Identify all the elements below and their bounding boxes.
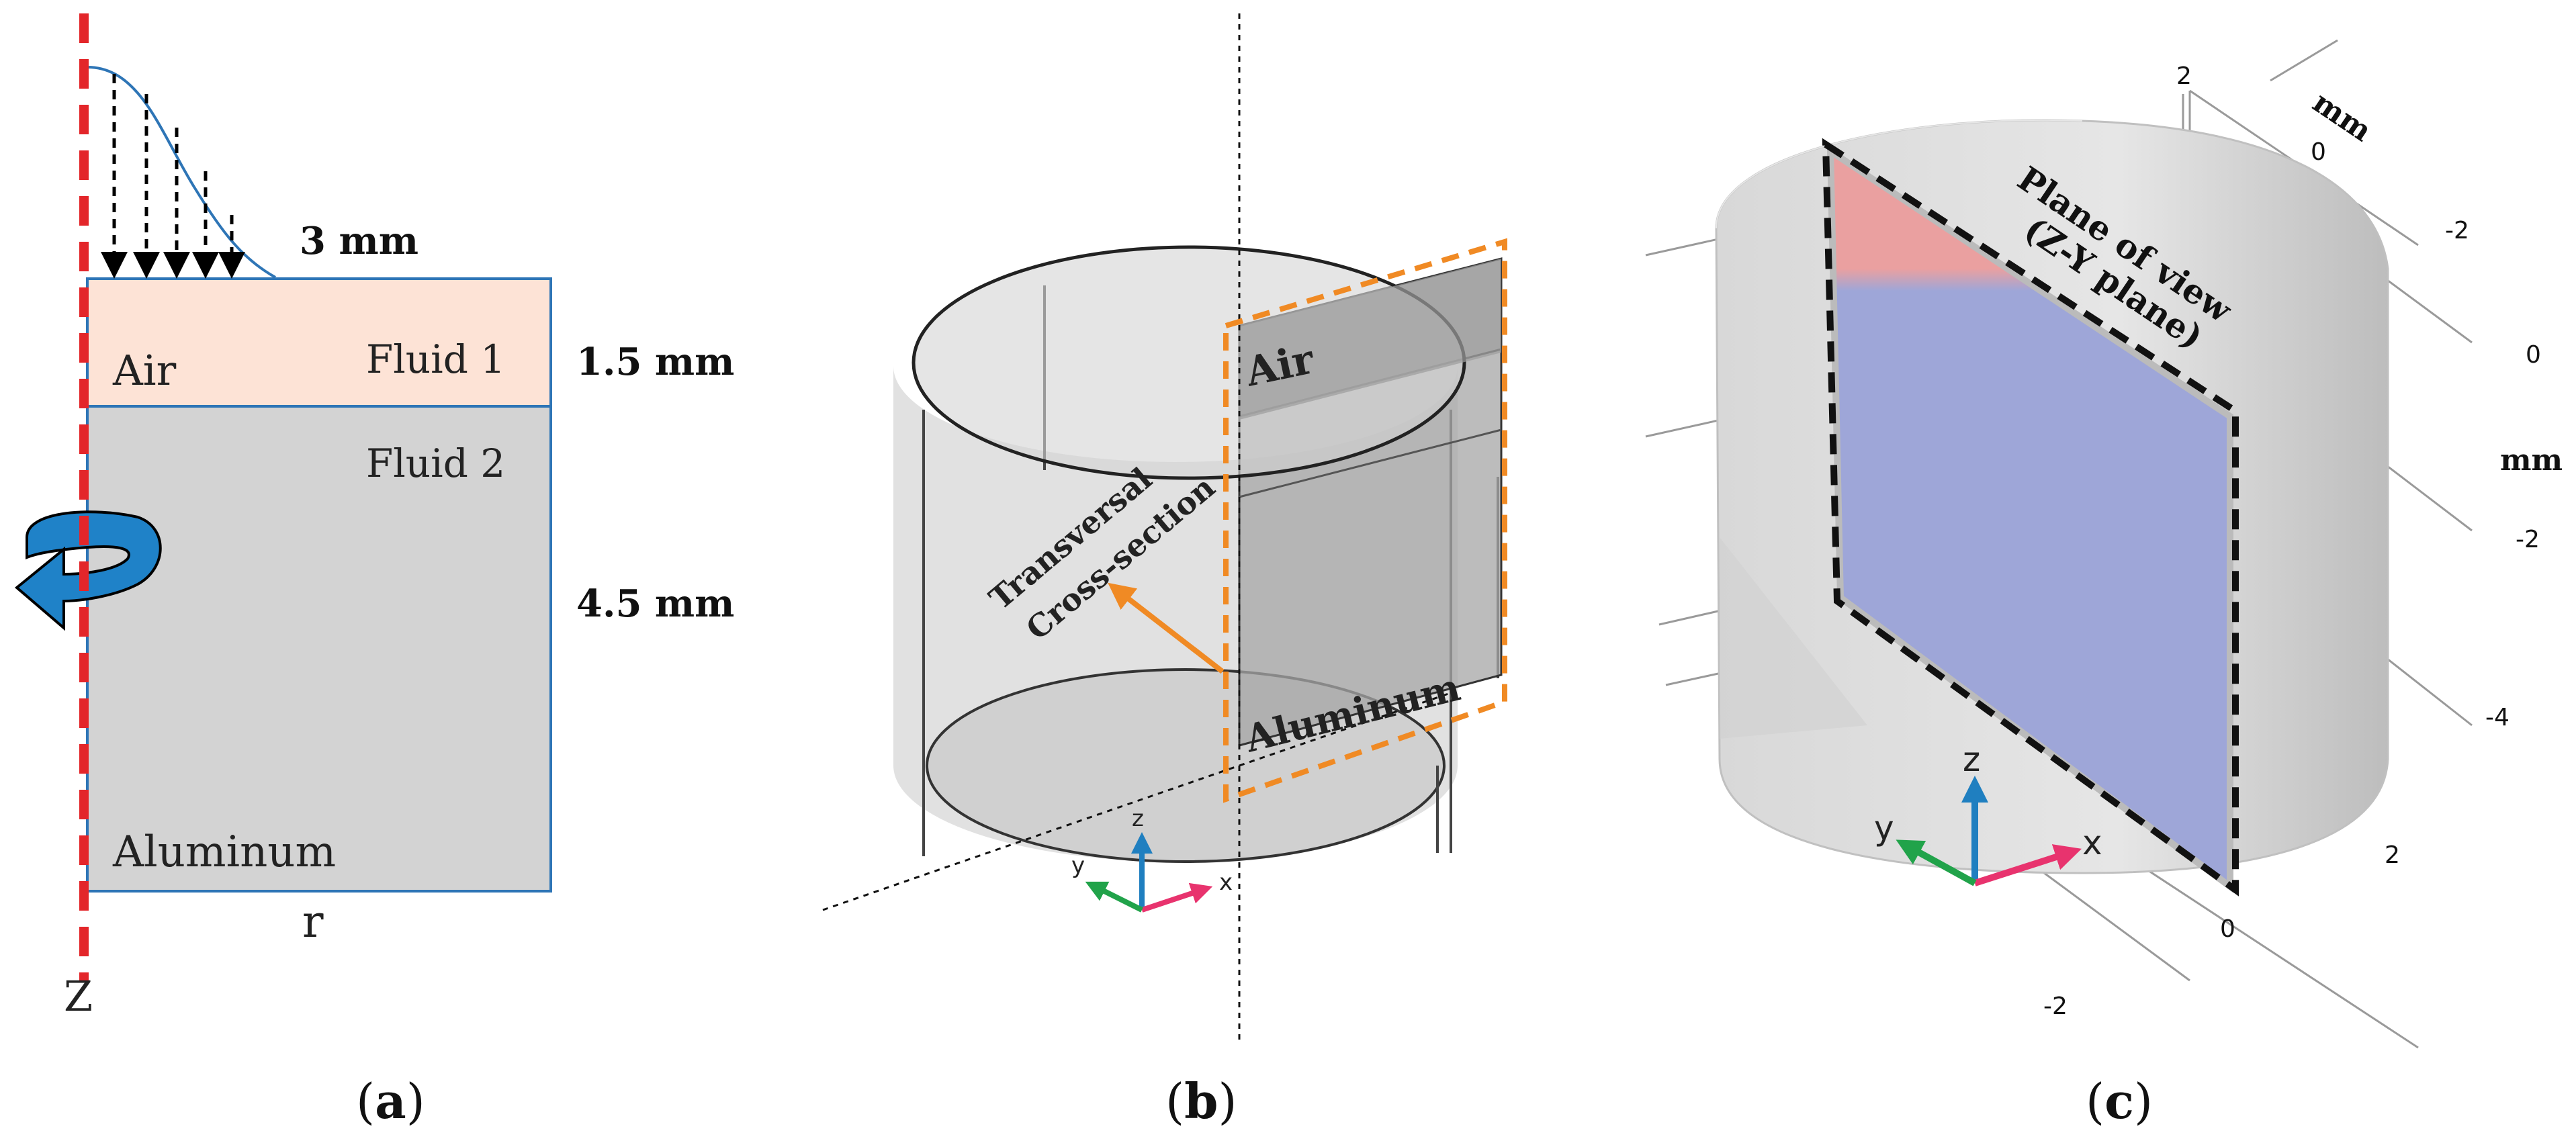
air-layer xyxy=(86,277,552,408)
axis-x-label: x xyxy=(1219,869,1233,896)
z-axis-label: Z xyxy=(64,972,93,1021)
fluid2-label: Fluid 2 xyxy=(366,441,505,486)
dim-top-label: 3 mm xyxy=(300,219,418,263)
tick-top-1: 0 xyxy=(2311,138,2326,166)
rotation-arrow-icon xyxy=(14,510,162,631)
axis-z-label: z xyxy=(1963,740,1980,779)
tick-right-2: -2 xyxy=(2516,526,2540,553)
tick-bottom-2: -2 xyxy=(2043,993,2068,1020)
dim-fluid2-label: 4.5 mm xyxy=(576,582,734,626)
tick-right-0: -2 xyxy=(2445,217,2469,244)
panel-b: Air Aluminum Transversal Cross-section z… xyxy=(822,13,1507,1130)
axis-z-label: z xyxy=(1132,805,1144,832)
dim-fluid1-label: 1.5 mm xyxy=(576,340,734,384)
aluminum-layer xyxy=(86,405,552,893)
velocity-arrows xyxy=(101,74,245,279)
axis-triad-c: z x y xyxy=(1874,740,2102,886)
bottom-axis-line xyxy=(822,764,1240,911)
axis-y-label: y xyxy=(1071,852,1085,879)
tick-top-0: 2 xyxy=(2176,62,2192,90)
r-axis-label: r xyxy=(302,896,324,948)
tick-right-3: -4 xyxy=(2485,704,2510,731)
panel-a: 3 mm 1.5 mm 4.5 mm Air Fluid 1 Fluid 2 A… xyxy=(14,13,734,1130)
axis-triad-b: z x y xyxy=(1071,805,1233,913)
panel-c-label: (c) xyxy=(2086,1072,2153,1130)
plane-frame xyxy=(1822,138,2239,897)
panel-b-label: (b) xyxy=(1165,1072,1237,1130)
panel-a-label: (a) xyxy=(356,1072,425,1130)
unit-right: mm xyxy=(2500,443,2563,477)
air-label: Air xyxy=(112,346,177,395)
axis-y-label: y xyxy=(1874,809,1894,848)
tick-bottom-0: 2 xyxy=(2385,841,2400,869)
panel-c: Plane of view (Z-Y plane) mm mm 2 0 -2 0… xyxy=(1645,39,2563,1130)
axis-x-label: x xyxy=(2082,823,2102,862)
section-arrow xyxy=(1108,582,1225,674)
aluminum-label: Aluminum xyxy=(112,827,336,877)
tick-bottom-1: 0 xyxy=(2220,915,2235,943)
tick-right-1: 0 xyxy=(2526,341,2541,369)
fluid1-label: Fluid 1 xyxy=(366,336,505,382)
